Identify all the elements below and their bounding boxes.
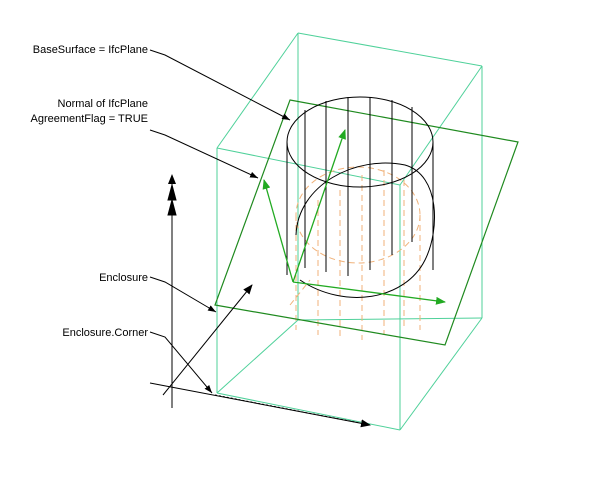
box-edge xyxy=(216,147,401,186)
plane-normal-arrow xyxy=(292,129,346,283)
box-edge xyxy=(399,317,483,431)
z-axis-arrowhead xyxy=(167,198,177,216)
z-axis-arrowhead xyxy=(167,183,177,201)
cylinder-top xyxy=(286,96,434,188)
base-surface-label: BaseSurface = IfcPlane xyxy=(33,44,148,56)
hidden-cylinder xyxy=(289,166,421,340)
ifc-plane xyxy=(214,99,519,346)
plane-axes xyxy=(262,129,446,305)
normal-leader xyxy=(149,129,259,179)
plane-y-arrow xyxy=(262,179,294,283)
enclosure-corner-leader xyxy=(149,331,213,394)
normal-label-line2: AgreementFlag = TRUE xyxy=(31,113,149,125)
y-axis-arrow xyxy=(162,284,253,396)
plane-intersection-curve xyxy=(295,162,435,298)
plane-x-arrow xyxy=(292,281,446,305)
box-edge xyxy=(216,32,299,149)
enclosure-label: Enclosure xyxy=(99,272,148,284)
box-edge xyxy=(216,392,401,431)
enclosure-leader xyxy=(149,276,217,313)
enclosure-corner-label: Enclosure.Corner xyxy=(62,327,148,339)
base-surface-leader xyxy=(149,49,291,121)
box-edge xyxy=(297,317,483,321)
x-axis-dotted xyxy=(214,394,361,424)
leader-lines xyxy=(149,49,291,394)
normal-label-line1: Normal of IfcPlane xyxy=(58,98,148,110)
box-edge xyxy=(216,319,299,394)
enclosure-box xyxy=(216,32,483,431)
box-edge xyxy=(297,32,483,67)
global-axes xyxy=(149,174,371,428)
plane-outline xyxy=(214,99,519,346)
hidden-edge xyxy=(289,279,311,306)
box-edge xyxy=(399,65,483,186)
hidden-cylinder-top xyxy=(295,166,421,264)
visible-cylinder xyxy=(286,96,435,298)
